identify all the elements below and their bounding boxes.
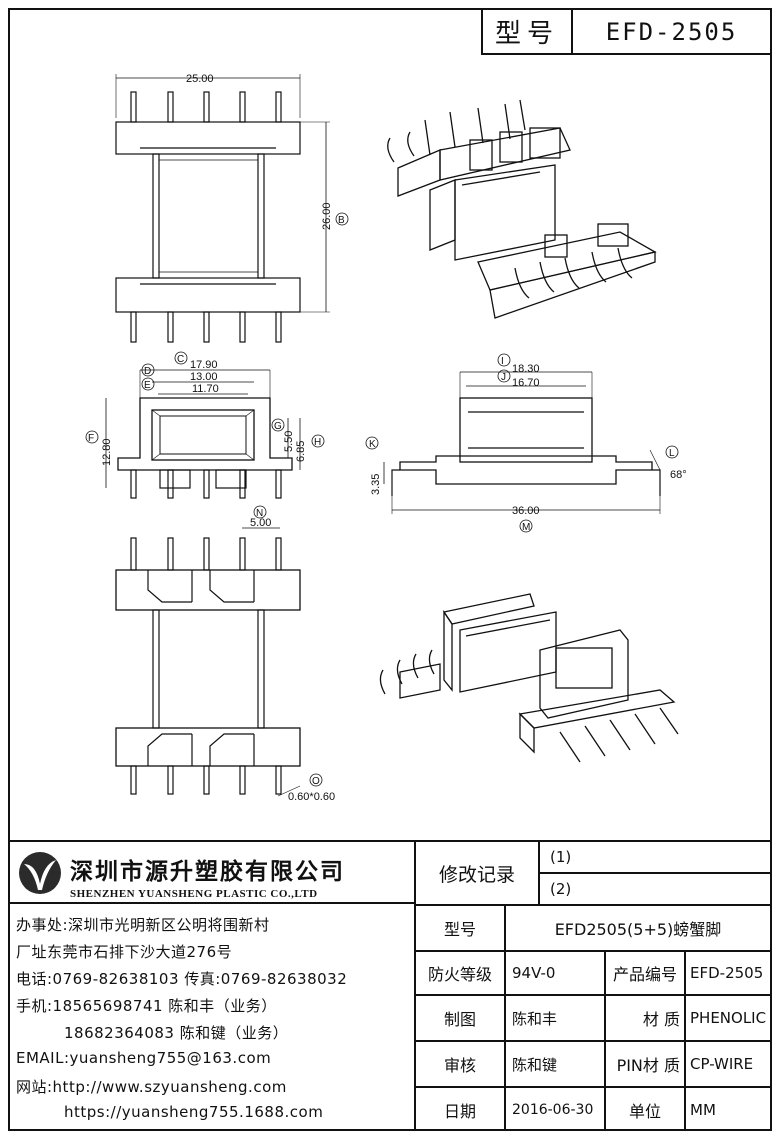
drawn-by-value: 陈和丰: [512, 1009, 558, 1028]
website-1688: https://yuansheng755.1688.com: [64, 1103, 324, 1121]
factory-address: 厂址东莞市石排下沙大道276号: [16, 943, 233, 961]
model-label: 型号: [443, 920, 476, 939]
pin-material-value: CP-WIRE: [690, 1055, 754, 1073]
dim-m: 36.00: [512, 505, 540, 517]
dim-d: 13.00: [190, 371, 218, 383]
mobile-2: 18682364083 陈和键（业务）: [64, 1024, 289, 1042]
website: 网站:http://www.szyuansheng.com: [16, 1078, 287, 1096]
date-label: 日期: [443, 1101, 476, 1121]
product-no-label: 产品编号: [612, 965, 677, 984]
angle-l: 68°: [670, 469, 687, 481]
dim-i: 18.30: [512, 363, 540, 375]
product-no-value: EFD-2505: [690, 964, 764, 982]
label-d: D: [144, 366, 151, 377]
label-f: F: [88, 433, 94, 444]
phone-fax: 电话:0769-82638103 传真:0769-82638032: [16, 970, 348, 988]
material-value: PHENOLIC: [690, 1009, 767, 1027]
fire-rating-value: 94V-0: [512, 964, 556, 982]
revision-2: (2): [550, 880, 572, 898]
dim-j: 16.70: [512, 377, 540, 389]
reviewed-by-label: 审核: [443, 1056, 476, 1075]
dim-o: 0.60*0.60: [288, 791, 335, 803]
dim-e: 11.70: [192, 383, 219, 395]
company-logo-icon: [19, 852, 61, 894]
isometric-view-bottom: [379, 593, 679, 763]
dim-g: 5.50: [283, 431, 295, 452]
label-l: L: [669, 448, 675, 459]
drawn-by-label: 制图: [443, 1010, 476, 1029]
drawing-frame: [8, 8, 772, 1131]
office-address: 办事处:深圳市光明新区公明将围新村: [16, 916, 270, 934]
label-c: C: [177, 354, 184, 365]
reviewed-by-value: 陈和键: [512, 1055, 558, 1074]
pin-material-label: PIN材 质: [616, 1056, 680, 1075]
title-grid: 修改记录 (1) (2) 型号 EFD2505(5+5)螃蟹脚 防火等级 94V…: [416, 842, 770, 1131]
company-name-cn: 深圳市源升塑胶有限公司: [70, 859, 345, 885]
label-n: N: [256, 508, 263, 519]
title-block: 深圳市源升塑胶有限公司 SHENZHEN YUANSHENG PLASTIC C…: [8, 840, 772, 1131]
label-m: M: [522, 522, 530, 533]
company-name-en: SHENZHEN YUANSHENG PLASTIC CO.,LTD: [70, 888, 318, 900]
mobile-1: 手机:18565698741 陈和丰（业务）: [16, 997, 277, 1015]
label-i: I: [501, 356, 504, 367]
dim-k: 3.35: [370, 474, 382, 495]
dim-n: 5.00: [250, 517, 271, 529]
dim-c: 17.90: [190, 359, 218, 371]
dim-25: 25.00: [186, 73, 214, 85]
unit-label: 单位: [628, 1101, 661, 1121]
company-header: 深圳市源升塑胶有限公司 SHENZHEN YUANSHENG PLASTIC C…: [8, 842, 416, 904]
side-view: I 18.30 J 16.70 L 68° 3.35 K 36.00 M: [365, 353, 687, 533]
section-view: 17.90 C 13.00 D 11.70 E 12.80 F 5.50 G 6: [85, 351, 325, 499]
revision-label: 修改记录: [438, 863, 515, 886]
label-h: H: [314, 437, 321, 448]
label-b: B: [338, 215, 345, 226]
fire-rating-label: 防火等级: [427, 965, 492, 984]
label-g: G: [274, 421, 282, 432]
dim-26: 26.00: [321, 202, 333, 230]
material-label: 材 质: [642, 1010, 680, 1029]
revision-1: (1): [550, 848, 572, 866]
dim-h: 6.85: [295, 441, 307, 462]
label-e: E: [144, 380, 151, 391]
company-contact: 办事处:深圳市光明新区公明将围新村 厂址东莞市石排下沙大道276号 电话:076…: [8, 904, 416, 1131]
date-value: 2016-06-30: [512, 1101, 594, 1118]
model-header: 型号 EFD-2505: [481, 10, 770, 55]
email: EMAIL:yuansheng755@163.com: [16, 1049, 272, 1067]
model-header-label: 型号: [483, 10, 573, 53]
top-view: 25.00 26.00 B: [115, 73, 349, 343]
dim-f: 12.80: [101, 438, 113, 466]
unit-value: MM: [690, 1100, 716, 1119]
isometric-view-top: [387, 99, 657, 319]
model-value: EFD2505(5+5)螃蟹脚: [554, 920, 722, 939]
label-o: O: [312, 776, 320, 787]
model-header-value: EFD-2505: [605, 17, 738, 46]
technical-drawing: 25.00 26.00 B: [85, 73, 687, 803]
bottom-view: N 5.00 O 0.60*0.60: [115, 505, 335, 803]
label-j: J: [501, 372, 506, 383]
label-k: K: [369, 439, 376, 450]
